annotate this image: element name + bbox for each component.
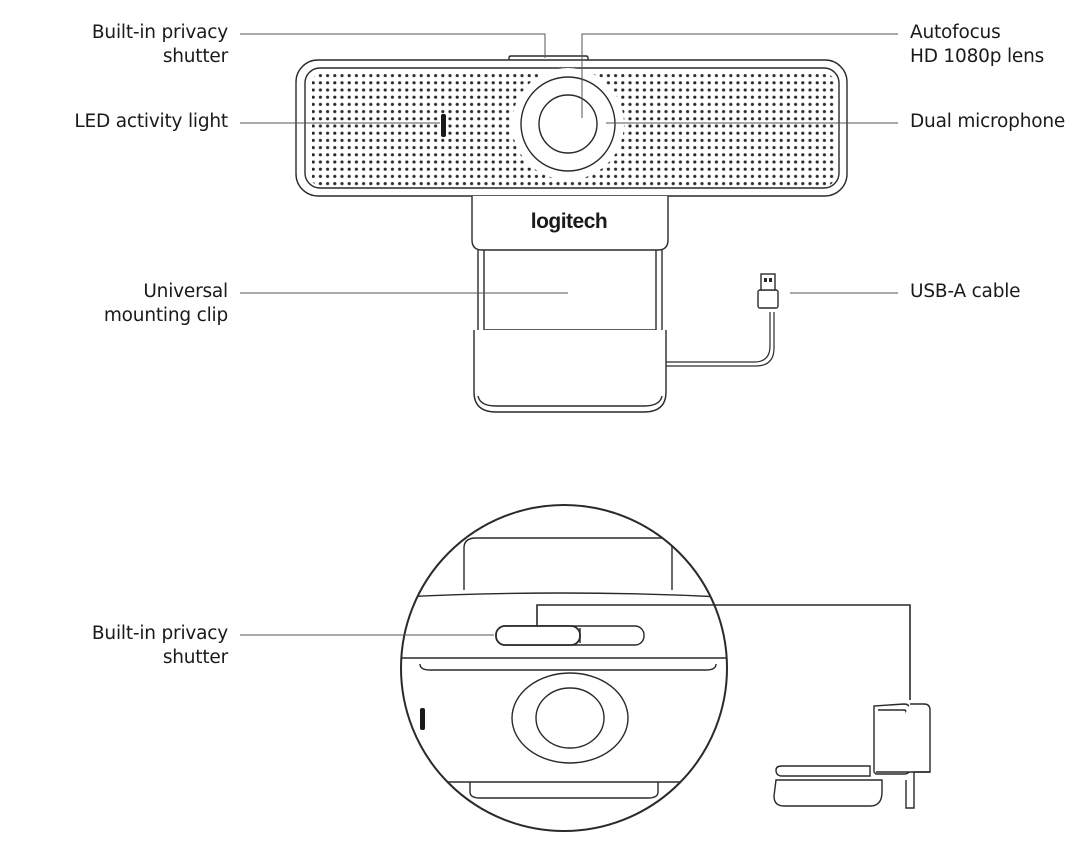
zoom-led-light <box>420 708 425 730</box>
usb-plug <box>760 273 776 291</box>
privacy-shutter-tab <box>508 55 589 62</box>
label-dual-microphone: Dual microphone <box>910 111 1066 132</box>
label-led-light: LED activity light <box>74 111 228 132</box>
zoom-circle <box>400 504 728 832</box>
logitech-logo: logitech <box>531 210 608 233</box>
mounting-clip-base <box>473 330 667 413</box>
webcam-neck <box>471 196 669 251</box>
zoom-detail <box>400 504 931 832</box>
privacy-shutter-slider <box>495 625 581 646</box>
webcam-body-inner-frame <box>304 67 840 189</box>
led-activity-light <box>441 114 446 137</box>
mounting-clip-inner <box>483 250 657 331</box>
label-usb-cable: USB-A cable <box>910 281 1021 302</box>
label-privacy-shutter-top: Built-in privacy shutter <box>91 22 228 67</box>
label-mounting-clip: Universal mounting clip <box>103 281 228 326</box>
webcam-side-view <box>773 703 931 809</box>
usb-cable <box>666 312 771 363</box>
lens-inner <box>538 94 598 154</box>
label-autofocus-lens: Autofocus HD 1080p lens <box>910 22 1045 67</box>
leader-privacy-shutter <box>240 33 546 58</box>
zoom-connector <box>536 604 911 700</box>
usb-connector <box>757 289 779 309</box>
leader-lines-top <box>240 33 898 294</box>
label-privacy-shutter-bottom: Built-in privacy shutter <box>91 623 228 668</box>
leader-autofocus-lens <box>581 33 898 118</box>
webcam-front-view <box>295 55 848 413</box>
